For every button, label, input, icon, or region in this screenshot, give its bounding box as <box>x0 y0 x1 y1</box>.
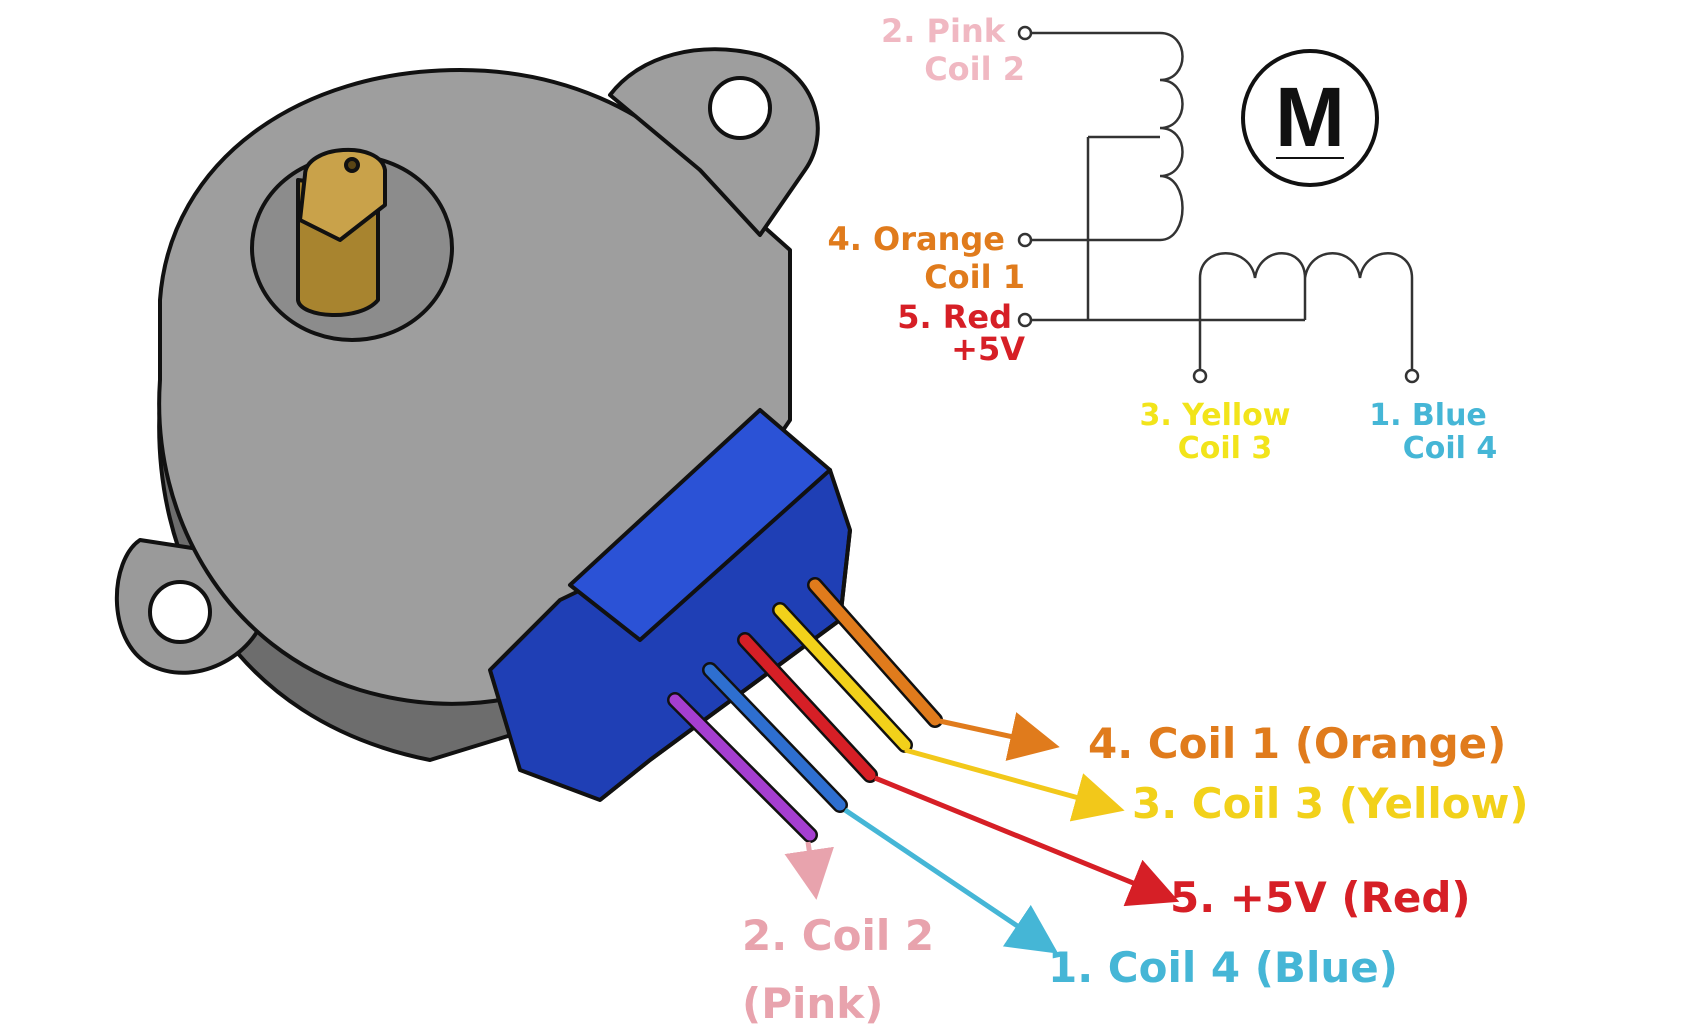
terminal-orange <box>1017 232 1033 248</box>
callout-orange: 4. Coil 1 (Orange) <box>1088 719 1506 768</box>
pin-blue-line2: Coil 4 <box>1403 431 1498 466</box>
motor-shaft <box>296 148 387 318</box>
wiring-schematic <box>1017 25 1420 384</box>
mounting-hole-bottom <box>148 580 212 644</box>
motor-symbol-letter: M <box>1275 70 1345 164</box>
arrow-orange <box>934 712 1060 761</box>
pin-red-line1: 5. Red <box>897 298 1012 336</box>
stepper-motor-illustration <box>114 47 852 802</box>
pin-orange-line2: Coil 1 <box>924 258 1025 296</box>
terminal-yellow <box>1192 368 1208 384</box>
callout-arrows <box>784 712 1180 954</box>
callout-pink-line2: (Pink) <box>742 979 883 1028</box>
motor-wire-stubs <box>667 577 943 843</box>
terminal-red <box>1017 312 1033 328</box>
pin-pink-line1: 2. Pink <box>881 12 1006 50</box>
arrow-pink <box>784 841 834 900</box>
pin-orange-line1: 4. Orange <box>827 220 1005 258</box>
pin-red-line2: +5V <box>951 330 1025 368</box>
callout-pink-line1: 2. Coil 2 <box>742 911 934 960</box>
pin-blue-line1: 1. Blue <box>1369 398 1487 433</box>
arrow-red <box>874 775 1180 907</box>
pin-pink-line2: Coil 2 <box>924 50 1025 88</box>
coil-horizontal <box>1198 252 1414 370</box>
callout-red: 5. +5V (Red) <box>1170 873 1471 922</box>
motor-symbol: M <box>1241 49 1379 187</box>
arrow-blue <box>843 807 1059 954</box>
mounting-hole-top <box>708 76 772 140</box>
terminal-blue <box>1404 368 1420 384</box>
terminal-pink <box>1017 25 1033 41</box>
pin-yellow-line2: Coil 3 <box>1178 431 1273 466</box>
coil-vertical <box>1159 31 1184 242</box>
arrow-yellow <box>904 747 1125 822</box>
pin-yellow-line1: 3. Yellow <box>1140 398 1291 433</box>
callout-blue: 1. Coil 4 (Blue) <box>1048 943 1398 992</box>
callout-yellow: 3. Coil 3 (Yellow) <box>1132 779 1529 828</box>
